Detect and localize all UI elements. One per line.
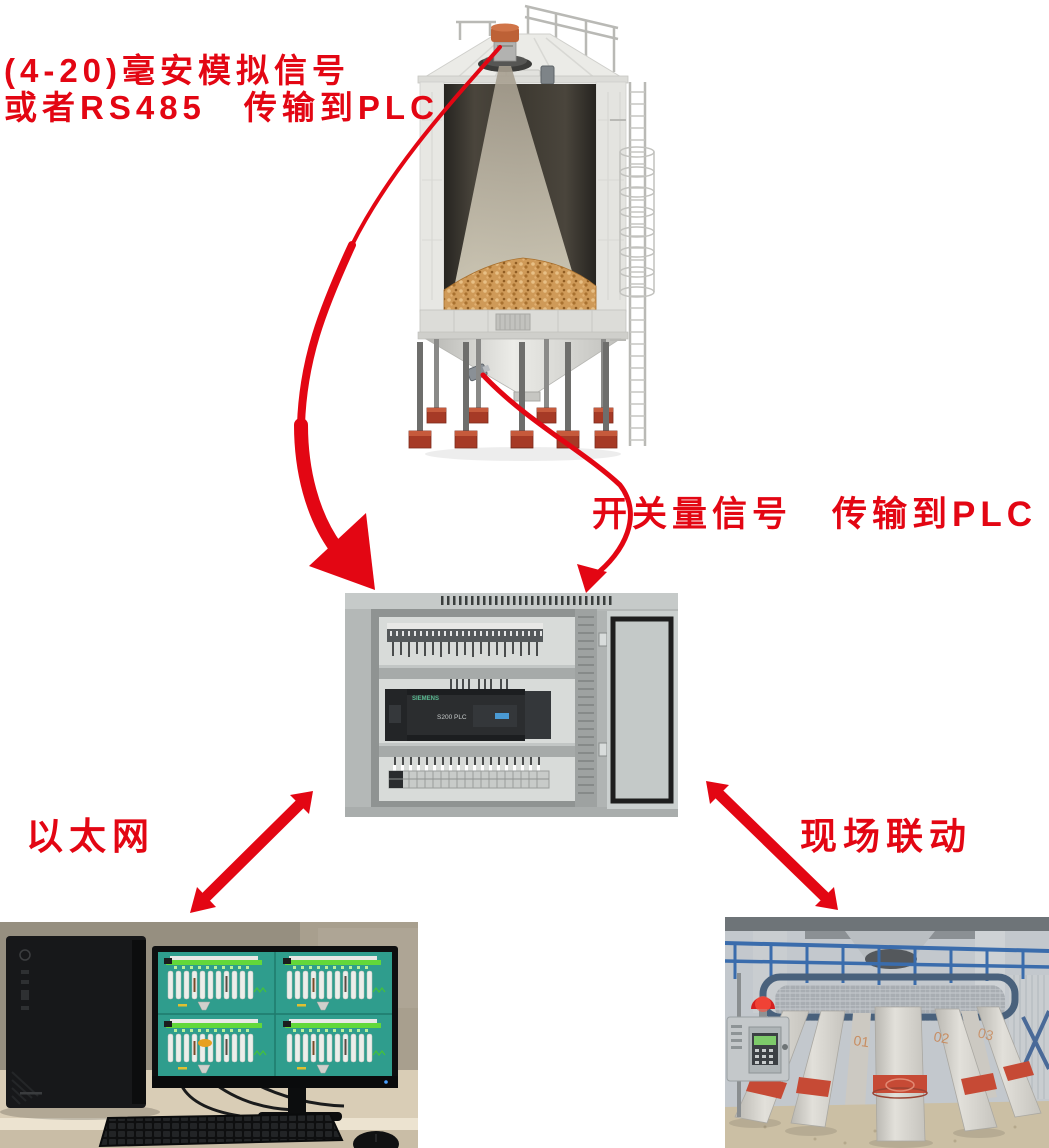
roof-junction-box: [540, 65, 555, 85]
switch-signal-label: 开关量信号 传输到PLC: [592, 495, 1038, 534]
chute-number: 02: [932, 1028, 950, 1046]
monitoring-computer-photo: [0, 922, 418, 1148]
field-linkage-label: 现场联动: [800, 816, 972, 857]
silo-roof-railing: [456, 4, 619, 72]
analog-signal-label-line2: 或者RS485 传输到PLC: [4, 89, 439, 126]
arrowhead: [577, 564, 607, 593]
power-button: [19, 949, 31, 961]
monitor-stand: [288, 1088, 306, 1114]
ladder-cage: [619, 146, 655, 298]
field-control-box: [726, 973, 790, 1117]
chute-number: 01: [853, 1032, 871, 1050]
plc-cabinet-photo: SIEMENS S200 PLC: [345, 593, 678, 817]
grain-silo-photo: [408, 4, 655, 461]
ethernet-label: 以太网: [26, 816, 155, 857]
analog-signal-label-line1: (4-20)毫安模拟信号: [4, 52, 351, 89]
bottom-terminal-row: [388, 765, 550, 789]
grain-pile: [443, 257, 597, 311]
cabinet-door: [597, 611, 678, 809]
scada-truck-icon: [198, 1039, 212, 1047]
site-discharge-photo: 01 02 03: [725, 917, 1049, 1148]
wire-duct: [575, 609, 597, 807]
tower-pc: [0, 936, 160, 1120]
chute-number: 03: [976, 1024, 995, 1043]
cabinet-vent-slots: [441, 596, 612, 605]
monitor: [152, 946, 398, 1121]
arrowhead: [309, 513, 375, 590]
ethernet-double-arrow: [190, 791, 313, 913]
analog-signal-label: (4-20)毫安模拟信号 或者RS485 传输到PLC: [4, 52, 439, 126]
arrowhead: [706, 781, 729, 804]
plc-model-text: S200 PLC: [437, 714, 467, 721]
platform-railing: [725, 941, 1049, 985]
top-terminal-row: [387, 623, 543, 657]
plc-brand-text: SIEMENS: [412, 696, 439, 702]
silo-ladder: [610, 82, 655, 446]
arrowhead: [190, 887, 216, 913]
arrowhead: [290, 791, 313, 814]
keypad-screen: [754, 1036, 776, 1045]
keyboard: [98, 1112, 344, 1148]
siemens-plc-module: SIEMENS S200 PLC: [385, 689, 551, 741]
monitor-power-led: [384, 1080, 388, 1084]
arrowhead: [815, 887, 838, 910]
silo-wall-right: [595, 81, 627, 313]
